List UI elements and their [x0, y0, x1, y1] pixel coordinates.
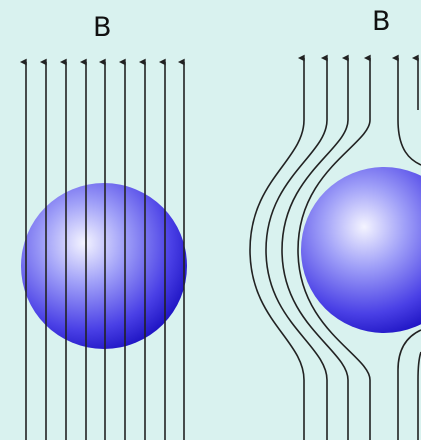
- right-field-line: [281, 54, 349, 440]
- right-field-label: B: [372, 6, 391, 37]
- left-field-lines: [19, 58, 185, 440]
- right-field-line: [397, 329, 421, 440]
- right-field-line: [249, 54, 305, 440]
- left-field-label: B: [93, 12, 112, 43]
- right-panel: [249, 54, 421, 440]
- right-field-line: [391, 54, 421, 166]
- left-panel: [19, 58, 187, 440]
- right-field-line: [297, 54, 371, 440]
- right-sphere: [301, 167, 421, 333]
- right-field-line: [265, 54, 328, 440]
